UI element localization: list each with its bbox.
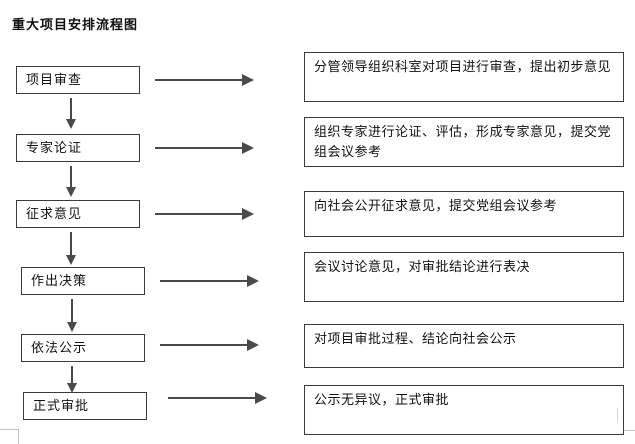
right-arrow-3 (155, 208, 254, 220)
desc-box-4: 会议讨论意见，对审批结论进行表决 (304, 252, 624, 302)
right-arrow-1 (155, 74, 254, 86)
step-box-project-review: 项目审查 (16, 66, 140, 94)
step-label: 正式审批 (33, 398, 90, 413)
desc-box-6: 公示无异议，正式审批 (304, 385, 624, 435)
desc-text: 公示无异议，正式审批 (314, 392, 450, 407)
step-box-expert-demonstration: 专家论证 (16, 134, 140, 162)
desc-box-3: 向社会公开征求意见，提交党组会议参考 (304, 191, 624, 237)
down-arrow-3 (66, 232, 76, 265)
step-label: 作出决策 (31, 273, 88, 288)
desc-text: 向社会公开征求意见，提交党组会议参考 (314, 198, 558, 213)
step-label: 项目审查 (26, 72, 83, 87)
step-label: 征求意见 (26, 206, 83, 221)
down-arrow-5 (67, 366, 77, 393)
flowchart-title: 重大项目安排流程图 (12, 17, 139, 32)
step-box-make-decision: 作出决策 (21, 267, 145, 295)
desc-text: 分管领导组织科室对项目进行审查，提出初步意见 (314, 59, 612, 74)
step-box-solicit-opinions: 征求意见 (16, 200, 140, 228)
right-arrow-4 (160, 275, 259, 287)
line-artifact (624, 430, 635, 431)
tick-artifact (617, 408, 618, 422)
step-label: 专家论证 (26, 140, 83, 155)
desc-text: 组织专家进行论证、评估，形成专家意见，提交党组会议参考 (314, 124, 612, 159)
desc-box-2: 组织专家进行论证、评估，形成专家意见，提交党组会议参考 (304, 117, 624, 167)
down-arrow-2 (66, 166, 76, 197)
right-arrow-5 (160, 339, 259, 351)
desc-text: 会议讨论意见，对审批结论进行表决 (314, 259, 531, 274)
right-arrow-2 (155, 142, 254, 154)
right-arrow-6 (168, 392, 267, 404)
corner-artifact (0, 429, 19, 444)
desc-box-1: 分管领导组织科室对项目进行审查，提出初步意见 (304, 52, 624, 102)
step-label: 依法公示 (31, 340, 88, 355)
down-arrow-1 (66, 98, 76, 129)
desc-box-5: 对项目审批过程、结论向社会公示 (304, 324, 624, 368)
down-arrow-4 (67, 299, 77, 332)
step-box-formal-approval: 正式审批 (23, 392, 147, 420)
step-box-public-notice: 依法公示 (21, 334, 145, 362)
desc-text: 对项目审批过程、结论向社会公示 (314, 331, 517, 346)
